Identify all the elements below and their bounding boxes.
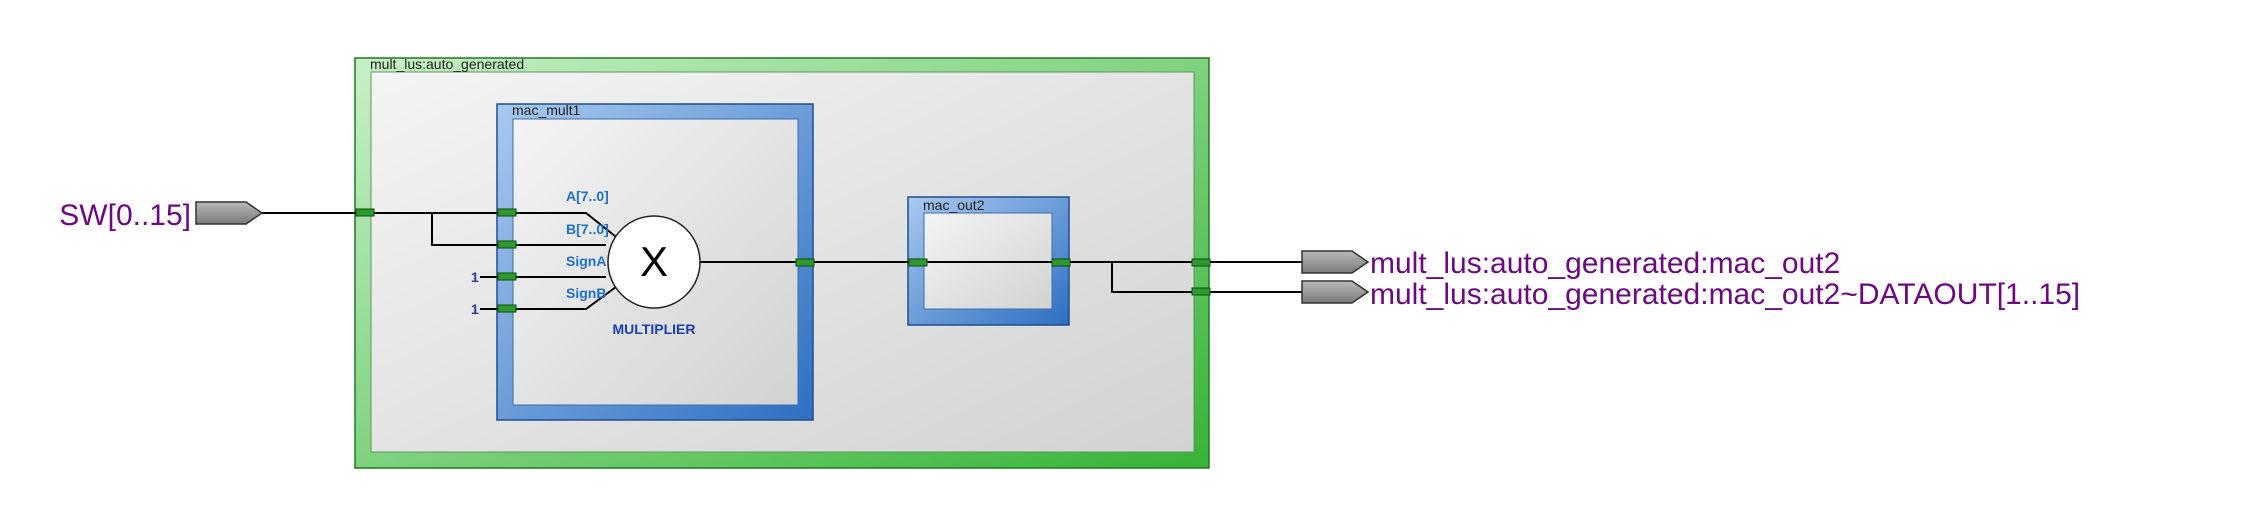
- input-port-label: SW[0..15]: [59, 199, 191, 232]
- output-port-1-arrow-icon: [1301, 250, 1370, 274]
- output-port-1-label: mult_lus:auto_generated:mac_out2: [1370, 247, 1840, 280]
- const-signa: 1: [471, 269, 479, 285]
- multiply-icon: X: [640, 238, 668, 285]
- wires: [262, 212, 1302, 310]
- pin-label-b: B[7..0]: [566, 221, 609, 237]
- output-port-2-arrow-icon: [1301, 280, 1370, 304]
- input-port-arrow-icon: [195, 201, 264, 225]
- out-block-label: mac_out2: [923, 197, 985, 213]
- wire-pin-signb: [480, 283, 621, 310]
- wire-to-b: [431, 213, 505, 246]
- wire-pin-a: [505, 212, 621, 241]
- output-port-1[interactable]: mult_lus:auto_generated:mac_out2: [1301, 247, 1840, 280]
- output-port-2[interactable]: mult_lus:auto_generated:mac_out2~DATAOUT…: [1301, 278, 2080, 311]
- input-port[interactable]: SW[0..15]: [59, 199, 264, 232]
- const-signb: 1: [471, 301, 479, 317]
- pin-label-signa: SignA: [566, 253, 606, 269]
- mult-block-label: mac_mult1: [512, 102, 581, 118]
- multiplier-caption: MULTIPLIER: [613, 321, 696, 337]
- pin-label-a: A[7..0]: [566, 188, 609, 204]
- wire-out2: [1111, 262, 1302, 293]
- pin-label-signb: SignB: [566, 285, 606, 301]
- output-port-2-label: mult_lus:auto_generated:mac_out2~DATAOUT…: [1370, 278, 2080, 311]
- multiplier-symbol[interactable]: X: [607, 215, 701, 309]
- outer-block-label: mult_lus:auto_generated: [370, 56, 524, 72]
- pin-stubs: [355, 208, 1211, 313]
